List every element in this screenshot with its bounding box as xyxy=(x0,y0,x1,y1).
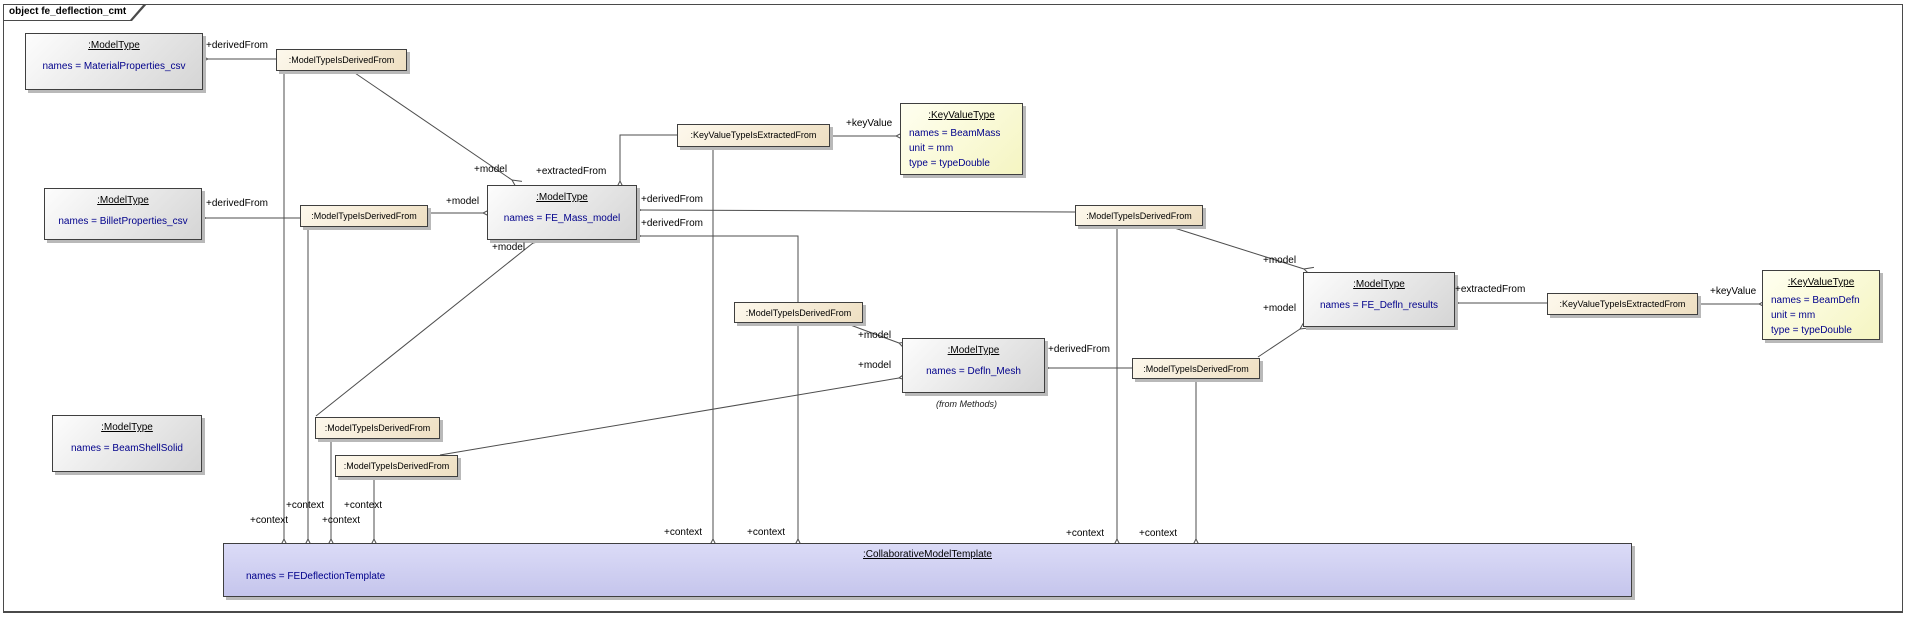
link-model-type-is-derived-from-1[interactable]: :ModelTypeIsDerivedFrom xyxy=(276,49,407,71)
object-attr-names: names = FE_Defln_results xyxy=(1319,300,1439,311)
link-type-label: :ModelTypeIsDerivedFrom xyxy=(311,211,417,221)
diagram-title: object fe_deflection_cmt xyxy=(9,6,127,17)
diagram-frame xyxy=(3,4,1903,613)
object-beam-defn[interactable]: :KeyValueType names = BeamDefn unit = mm… xyxy=(1762,270,1880,340)
role-label-context: +context xyxy=(344,500,383,511)
object-beam-mass[interactable]: :KeyValueType names = BeamMass unit = mm… xyxy=(900,103,1023,175)
defln-mesh-package-note: (from Methods) xyxy=(936,399,998,409)
object-type-label: :ModelType xyxy=(536,192,588,203)
connector-mtidf4-derivedfrom[interactable] xyxy=(641,236,799,302)
role-label-derivedfrom: +derivedFrom xyxy=(1048,344,1110,355)
role-label-model: +model xyxy=(858,360,892,371)
connector-mtidf5-model[interactable] xyxy=(1167,225,1304,269)
object-type-label: :ModelType xyxy=(947,345,1000,356)
link-model-type-is-derived-from-3[interactable]: :ModelTypeIsDerivedFrom xyxy=(315,417,440,439)
link-type-label: :ModelTypeIsDerivedFrom xyxy=(324,423,431,433)
role-label-context: +context xyxy=(664,527,703,538)
link-model-type-is-derived-from-4[interactable]: :ModelTypeIsDerivedFrom xyxy=(335,455,458,477)
link-type-label: :KeyValueTypeIsExtractedFrom xyxy=(690,130,817,140)
connector-mtidf7-model[interactable] xyxy=(315,243,533,417)
connector-mtidf6-model[interactable] xyxy=(1257,329,1300,358)
object-defln-mesh[interactable]: :ModelType names = Defln_Mesh xyxy=(902,338,1045,393)
role-label-model: +model xyxy=(492,242,526,253)
role-label-extractedfrom: +extractedFrom xyxy=(536,166,607,177)
link-key-value-type-is-extracted-from-1[interactable]: :KeyValueTypeIsExtractedFrom xyxy=(677,124,830,147)
connector-mtidf8-model[interactable] xyxy=(439,378,899,456)
role-label-extractedfrom: +extractedFrom xyxy=(1455,284,1526,295)
object-attr-unit: unit = mm xyxy=(1771,310,1816,321)
role-label-derivedfrom: +derivedFrom xyxy=(206,198,268,209)
link-type-label: :ModelTypeIsDerivedFrom xyxy=(1086,211,1192,221)
diagram-tab-fill xyxy=(4,5,145,20)
role-label-model: +model xyxy=(1263,255,1297,266)
object-fe-deflection-template[interactable]: :CollaborativeModelTemplate names = FEDe… xyxy=(223,543,1632,597)
object-type-label: :ModelType xyxy=(88,40,140,51)
connector-mtidf5-derivedfrom[interactable] xyxy=(641,210,1076,212)
connector-kvtef1-extractedfrom[interactable] xyxy=(620,134,677,181)
diagram-tab: object fe_deflection_cmt xyxy=(3,4,147,21)
object-billet-properties[interactable]: :ModelType names = BilletProperties_csv xyxy=(44,188,202,240)
object-fe-defln-results[interactable]: :ModelType names = FE_Defln_results xyxy=(1303,272,1455,327)
role-label-derivedfrom: +derivedFrom xyxy=(641,218,703,229)
link-model-type-is-derived-from-2[interactable]: :ModelTypeIsDerivedFrom xyxy=(300,205,428,227)
role-label-context: +context xyxy=(286,500,325,511)
role-label-context: +context xyxy=(1139,528,1178,539)
object-attr-names: names = BeamMass xyxy=(909,128,1001,139)
object-attr-type: type = typeDouble xyxy=(1771,325,1852,336)
link-type-label: :ModelTypeIsDerivedFrom xyxy=(343,461,450,471)
link-model-type-is-derived-from-6[interactable]: :ModelTypeIsDerivedFrom xyxy=(1075,205,1203,226)
object-type-label: :ModelType xyxy=(97,195,149,206)
connector-mtidf4-model[interactable] xyxy=(844,322,899,343)
role-label-context: +context xyxy=(250,515,289,526)
object-material-properties[interactable]: :ModelType names = MaterialProperties_cs… xyxy=(25,33,203,90)
object-type-label: :KeyValueType xyxy=(928,110,995,121)
object-attr-names: names = FE_Mass_model xyxy=(503,213,621,224)
object-type-label: :CollaborativeModelTemplate xyxy=(863,549,992,560)
object-fe-mass-model[interactable]: :ModelType names = FE_Mass_model xyxy=(487,185,637,240)
object-attr-names: names = MaterialProperties_csv xyxy=(42,61,186,72)
role-label-model: +model xyxy=(446,196,480,207)
object-attr-unit: unit = mm xyxy=(909,143,954,154)
role-label-model: +model xyxy=(1263,303,1297,314)
link-type-label: :ModelTypeIsDerivedFrom xyxy=(745,308,852,318)
object-attr-names: names = BeamShellSolid xyxy=(70,443,183,454)
object-attr-names: names = Defln_Mesh xyxy=(926,366,1021,377)
object-attr-names: names = BilletProperties_csv xyxy=(58,216,188,227)
object-attr-names: names = FEDeflectionTemplate xyxy=(246,571,386,582)
link-type-label: :ModelTypeIsDerivedFrom xyxy=(288,55,395,65)
object-type-label: :KeyValueType xyxy=(1787,277,1855,288)
object-attr-type: type = typeDouble xyxy=(909,158,990,169)
link-model-type-is-derived-from-5[interactable]: :ModelTypeIsDerivedFrom xyxy=(734,302,863,323)
object-beam-shell-solid[interactable]: :ModelType names = BeamShellSolid xyxy=(52,415,202,472)
link-model-type-is-derived-from-7[interactable]: :ModelTypeIsDerivedFrom xyxy=(1132,358,1260,379)
link-key-value-type-is-extracted-from-2[interactable]: :KeyValueTypeIsExtractedFrom xyxy=(1547,293,1698,315)
object-type-label: :ModelType xyxy=(1353,279,1405,290)
connector-mtidf1-model[interactable] xyxy=(351,70,512,180)
role-label-context: +context xyxy=(1066,528,1105,539)
role-label-keyvalue: +keyValue xyxy=(846,118,893,129)
role-label-derivedfrom: +derivedFrom xyxy=(641,194,703,205)
role-label-derivedfrom: +derivedFrom xyxy=(206,40,268,51)
object-attr-names: names = BeamDefn xyxy=(1771,295,1860,306)
link-type-label: :ModelTypeIsDerivedFrom xyxy=(1143,364,1249,374)
role-label-model: +model xyxy=(474,164,508,175)
role-label-context: +context xyxy=(322,515,361,526)
role-label-context: +context xyxy=(747,527,786,538)
role-label-model: +model xyxy=(858,330,892,341)
object-type-label: :ModelType xyxy=(101,422,153,433)
role-label-keyvalue: +keyValue xyxy=(1710,286,1757,297)
link-type-label: :KeyValueTypeIsExtractedFrom xyxy=(1559,299,1686,309)
